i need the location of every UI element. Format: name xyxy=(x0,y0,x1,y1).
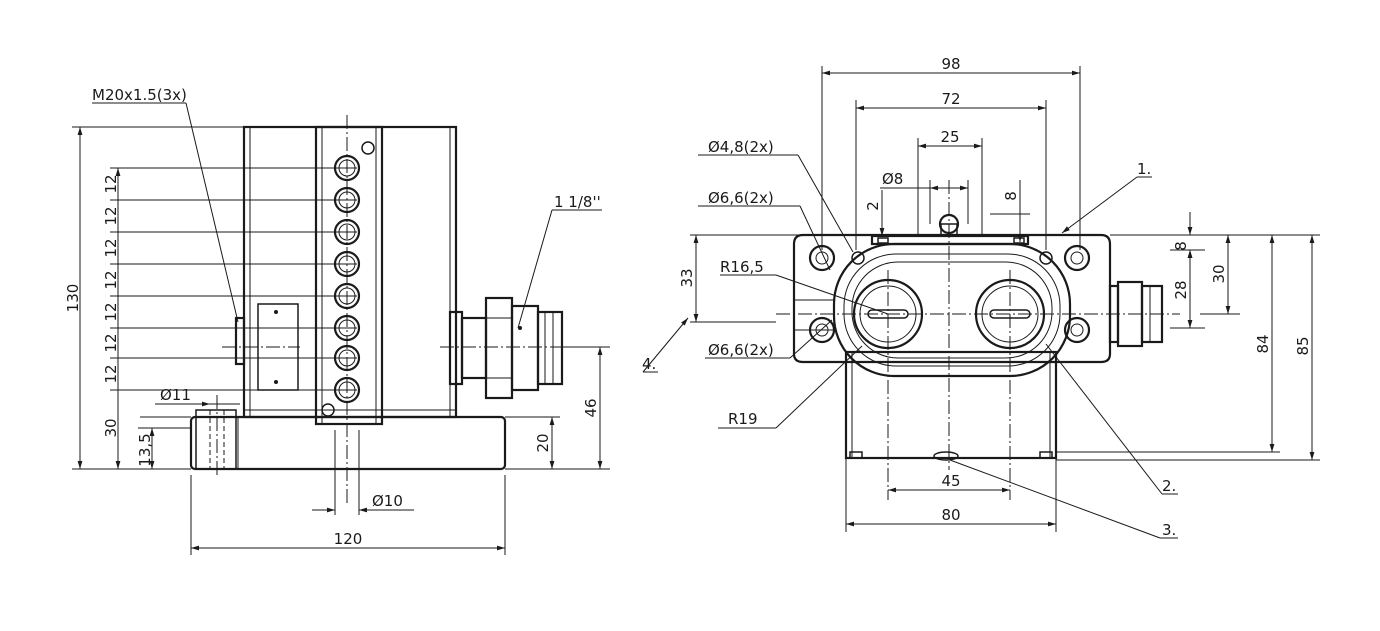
dim-width-80: 80 xyxy=(941,506,960,524)
dim-pitch: 12 xyxy=(102,302,120,321)
dim-connector-height: 46 xyxy=(582,398,600,417)
dim-pitch: 12 xyxy=(102,364,120,383)
callout-3: 3. xyxy=(1162,521,1176,539)
dim-width-72: 72 xyxy=(941,90,960,108)
dim-pitch: 12 xyxy=(102,206,120,225)
callout-4: 4. xyxy=(642,355,656,373)
actuator-knob xyxy=(938,213,960,235)
dim-28: 28 xyxy=(1172,280,1190,299)
label-hole-66-top: Ø6,6(2x) xyxy=(708,189,774,207)
label-hole-66-bottom: Ø6,6(2x) xyxy=(708,341,774,359)
dim-pitch: 12 xyxy=(102,270,120,289)
dim-width-total: 120 xyxy=(334,530,363,548)
dim-base-height: 20 xyxy=(534,433,552,452)
front-lower-body xyxy=(844,350,1058,460)
dim-8-right: 8 xyxy=(1172,241,1190,251)
connector-label: 1 1/8'' xyxy=(554,193,601,211)
callout-2: 2. xyxy=(1162,477,1176,495)
front-flange xyxy=(792,233,1112,364)
small-hole-icon xyxy=(1039,251,1053,265)
dim-width-98: 98 xyxy=(941,55,960,73)
dim-width-25: 25 xyxy=(940,128,959,146)
dim-pitch: 12 xyxy=(102,238,120,257)
dim-height-total: 130 xyxy=(64,284,82,313)
connector-plug xyxy=(448,296,564,400)
front-view: 98 72 25 Ø8 8 2 33 Ø4,8(2x) Ø6,6(2x) R16 xyxy=(642,55,1320,539)
label-radius-19: R19 xyxy=(728,410,758,428)
thread-label: M20x1.5(3x) xyxy=(92,86,187,104)
callout-1: 1. xyxy=(1137,160,1151,178)
dim-base-thickness: 13,5 xyxy=(136,433,154,466)
contact-strip xyxy=(314,125,384,426)
mount-hole-icon xyxy=(1063,244,1091,272)
dim-33: 33 xyxy=(678,268,696,287)
side-base xyxy=(189,415,507,471)
label-radius-165: R16,5 xyxy=(720,258,764,276)
dim-hole-dia: Ø11 xyxy=(160,386,191,404)
dim-bottom-offset: 30 xyxy=(102,418,120,437)
dim-dia-8: Ø8 xyxy=(882,170,903,188)
small-hole-icon xyxy=(851,251,865,265)
dim-8-top: 8 xyxy=(1002,191,1020,201)
dim-pin-dia: Ø10 xyxy=(372,492,403,510)
dim-2: 2 xyxy=(864,201,882,211)
dim-width-45: 45 xyxy=(941,472,960,490)
side-view: 130 12 12 12 12 12 12 12 30 13,5 Ø11 M20… xyxy=(64,86,610,555)
screw-hole-icon xyxy=(361,141,375,155)
base-bolt-hole xyxy=(195,409,237,470)
dim-pitch: 12 xyxy=(102,333,120,352)
front-connector xyxy=(1108,280,1164,348)
dim-85: 85 xyxy=(1294,336,1312,355)
dim-pitch: 12 xyxy=(102,174,120,193)
side-housing-outline xyxy=(242,125,458,419)
dim-30: 30 xyxy=(1210,264,1228,283)
front-cover xyxy=(832,242,1072,378)
label-hole-48: Ø4,8(2x) xyxy=(708,138,774,156)
mount-hole-icon xyxy=(1063,316,1091,344)
dim-84: 84 xyxy=(1254,334,1272,353)
